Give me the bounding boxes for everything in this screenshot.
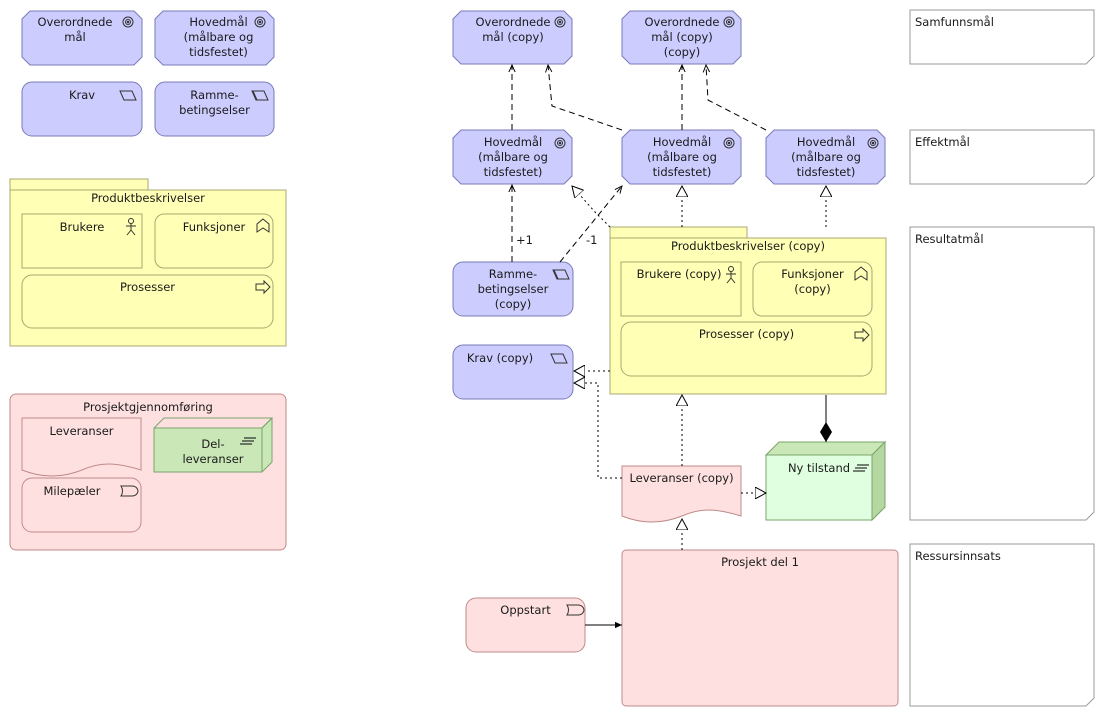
brukere-shape — [21, 213, 143, 269]
overordnede-copy-copy-label: Overordnede mål (copy) (copy) — [644, 15, 720, 59]
rammebetingelser-copy-shape — [452, 261, 574, 317]
note-effektmal-shape — [909, 129, 1095, 185]
milepaeler-label: Milepæler — [43, 484, 101, 498]
krav[interactable]: Krav — [22, 88, 142, 128]
funksjoner-shape — [154, 213, 274, 269]
rel-leveranser-to-krav — [574, 383, 622, 479]
overordnede-copy-label: Overordnede mål (copy) — [475, 15, 551, 44]
prosjekt-del-1-label: Prosjekt del 1 — [721, 555, 799, 569]
hovedmal-b-shape — [621, 129, 742, 185]
hovedmal-legend-shape — [154, 10, 275, 66]
overordnede-copy-copy-shape — [621, 10, 742, 65]
rammebetingelser-label: Ramme- betingselser — [179, 88, 250, 117]
brukere-copy-shape — [620, 261, 742, 317]
leveranser-label: Leveranser — [49, 424, 114, 438]
hovedmal-a-shape — [452, 129, 573, 185]
prosesser-copy-label: Prosesser (copy) — [698, 327, 795, 341]
rel-hovedmal-c-to-overordnede-copy-copy — [706, 65, 767, 131]
krav-label: Krav — [68, 88, 96, 102]
prosesser-label: Prosesser — [119, 280, 176, 294]
krav-copy-label: Krav (copy) — [466, 351, 534, 365]
influence-plus-label: +1 — [516, 233, 533, 247]
note-resultatmal-label: Resultatmål — [915, 232, 984, 246]
funksjoner-label: Funksjoner — [182, 220, 246, 234]
leveranser-copy-label: Leveranser (copy) — [629, 471, 734, 485]
hovedmal-c-shape — [765, 129, 886, 185]
note-samfunnsmal-shape — [909, 9, 1095, 65]
prosesser-shape — [21, 274, 274, 329]
hovedmal-legend-label: Hovedmål (målbare og tidsfestet) — [183, 15, 254, 59]
funksjoner-copy-shape — [752, 261, 873, 317]
milepaeler-shape — [21, 477, 142, 533]
hovedmal-a-label: Hovedmål (målbare og tidsfestet) — [478, 135, 548, 179]
rammebetingelser[interactable]: Ramme- betingselser — [155, 88, 274, 128]
process-icons — [255, 279, 870, 343]
note-ressursinnsats-label: Ressursinnsats — [915, 549, 1001, 563]
lines-icons — [240, 437, 869, 472]
note-ressursinnsats-shape — [909, 543, 1095, 707]
overordnede-copy-shape — [452, 10, 573, 65]
requirement-icons — [119, 90, 570, 364]
hovedmal-c-label: Hovedmål (målbare og tidsfestet) — [791, 135, 861, 179]
overordnede-mal[interactable]: Overordnede mål — [22, 15, 128, 55]
ny-tilstand-label: Ny tilstand — [787, 461, 851, 475]
prosjekt-del-1-shape — [621, 549, 899, 707]
goal-icons — [122, 16, 879, 149]
event-icons — [120, 485, 585, 616]
overordnede-mal-shape — [21, 10, 143, 66]
hovedmal-b-label: Hovedmål (målbare og tidsfestet) — [647, 135, 717, 179]
prosesser-copy-shape — [620, 321, 873, 377]
function-icons — [256, 218, 868, 281]
produktbeskrivelser-title: Produktbeskrivelser — [91, 191, 205, 205]
prosjektgjennomforing-title: Prosjektgjennomføring — [83, 400, 213, 414]
influence-minus-label: -1 — [586, 233, 598, 247]
overordnede-mal-label: Overordnede mål — [37, 15, 113, 44]
note-effektmal-label: Effektmål — [915, 135, 970, 149]
rammebetingelser-shape — [154, 81, 275, 137]
rel-produkt-to-hovedmal-a — [572, 186, 611, 228]
note-samfunnsmal-label: Samfunnsmål — [915, 15, 994, 29]
actor-icons — [126, 218, 736, 284]
rel-ramme-to-hovedmal-b — [559, 186, 622, 263]
delleveranser-label: Del- leveranser — [182, 437, 244, 466]
brukere-label: Brukere — [59, 220, 105, 234]
rammebetingelser-copy-label: Ramme- betingselser (copy) — [477, 267, 549, 311]
note-resultatmal-shape — [909, 226, 1095, 521]
leveranser-copy-shape — [621, 465, 742, 523]
produktbeskrivelser-copy-title: Produktbeskrivelser (copy) — [671, 239, 825, 253]
composition-diamond — [820, 422, 832, 442]
brukere-copy-label: Brukere (copy) — [636, 267, 722, 281]
hovedmal-legend[interactable]: Hovedmål (målbare og tidsfestet) — [155, 15, 274, 60]
krav-shape — [21, 81, 143, 137]
oppstart-label: Oppstart — [500, 603, 551, 617]
funksjoner-copy-label: Funksjoner (copy) — [781, 267, 844, 296]
rel-hovedmal-b-to-overordnede-copy — [548, 65, 623, 131]
leveranser-shape — [21, 417, 142, 477]
